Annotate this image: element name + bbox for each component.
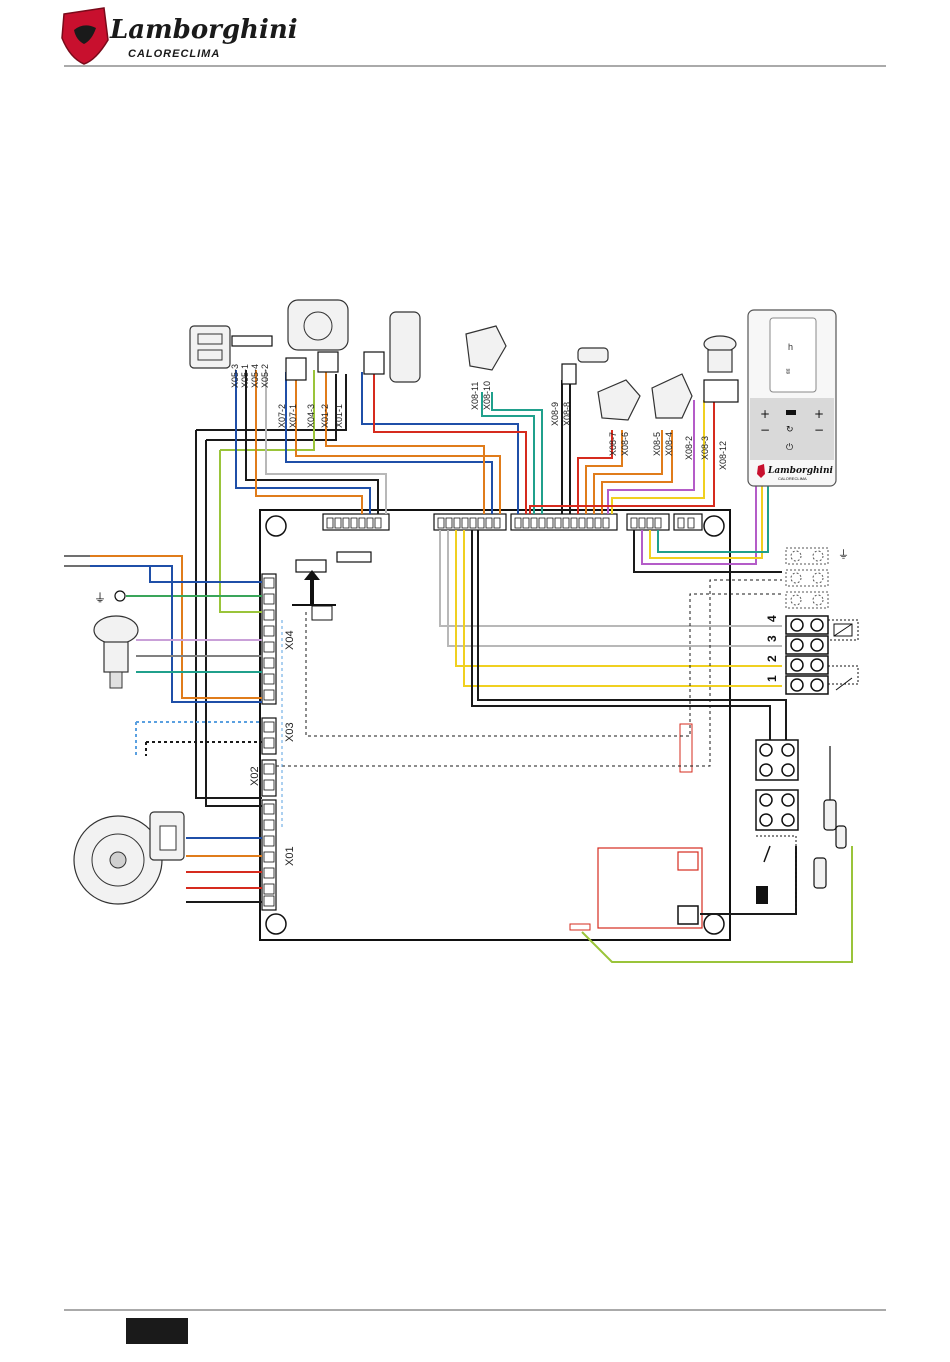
reset-icon[interactable]: ↻	[786, 425, 794, 435]
connector-x04: X04	[262, 574, 296, 704]
label-x08-4: X08-4	[664, 432, 674, 456]
label-x08-8: X08-8	[562, 402, 572, 426]
terminal-number-4: 4	[765, 615, 779, 622]
gas-valve	[190, 326, 272, 368]
panel-brand: Lamborghini	[767, 466, 834, 476]
dhw-minus-button[interactable]: −	[814, 423, 824, 437]
connector-label-x02: X02	[249, 766, 261, 786]
ntc-sensor-2	[652, 374, 692, 418]
board-mount-hole	[704, 914, 724, 934]
earth-icon: ⏚	[838, 548, 849, 561]
limit-switch-icon	[764, 846, 770, 862]
footer-tab	[126, 1318, 188, 1344]
earth-lug-icon	[115, 591, 125, 601]
label-x08-11: X08-11	[470, 382, 480, 410]
mode-button[interactable]	[786, 410, 796, 415]
terminal-strip	[786, 616, 828, 694]
label-x08-2: X08-2	[684, 436, 694, 460]
flue-sensor-1	[466, 326, 506, 370]
ignition-module	[598, 848, 702, 928]
board-fuse	[337, 552, 371, 562]
board-mount-hole	[704, 516, 724, 536]
connector-label-x03: X03	[284, 722, 296, 742]
room-thermostat-icon	[828, 666, 858, 690]
connector-x01: X01	[262, 800, 296, 910]
board-mount-hole	[266, 516, 286, 536]
label-x08-7: X08-7	[608, 432, 618, 456]
header-logo: Lamborghini CALORECLIMA	[62, 8, 298, 64]
label-x05-4: X05-4	[250, 364, 260, 388]
safety-thermostat-icon	[756, 886, 768, 904]
ignition-electrode	[814, 746, 846, 888]
panel-display	[770, 318, 816, 392]
circulator-pump	[286, 300, 348, 380]
flow-switch	[562, 348, 608, 384]
outdoor-sensor-icon	[828, 620, 858, 640]
terminal-number-1: 1	[765, 675, 779, 682]
label-x07-2: X07-2	[277, 404, 287, 428]
terminal-number-3: 3	[765, 635, 779, 642]
label-x08-3: X08-3	[700, 436, 710, 460]
heating-plus-button[interactable]: +	[760, 407, 770, 421]
board-outline	[260, 510, 730, 940]
heating-minus-button[interactable]: −	[760, 423, 770, 437]
brand-subname: CALORECLIMA	[128, 48, 220, 60]
terminal-number-2: 2	[765, 655, 779, 662]
mains-earth-icon: ⏚	[94, 591, 106, 605]
connector-x02: X02	[249, 760, 276, 796]
label-x08-6: X08-6	[620, 432, 630, 456]
earth-terminals	[786, 548, 828, 608]
power-icon[interactable]: ⏻	[786, 442, 793, 453]
panel-hot-water-symbol: h	[788, 342, 793, 352]
label-x01-2: X01-2	[320, 404, 330, 428]
label-x08-12: X08-12	[718, 441, 728, 470]
top-connector-x05-x07	[323, 514, 389, 530]
connector-label-x01: X01	[284, 846, 296, 866]
connector-label-x04: X04	[284, 630, 296, 650]
control-board: X04 X03 X02 X01	[249, 510, 730, 940]
label-x08-10: X08-10	[482, 381, 492, 410]
control-panel: h ʬ + − ↻ ⏻ + − Lamborghini CALORECLIMA	[748, 310, 836, 486]
fan-motor	[74, 812, 184, 904]
panel-flame-symbol: ʬ	[786, 367, 790, 376]
top-connector-x04	[434, 514, 506, 530]
label-x05-2: X05-2	[260, 364, 270, 388]
ntc-sensor-1	[598, 380, 640, 420]
dhw-plus-button[interactable]: +	[814, 407, 824, 421]
label-x05-1: X05-1	[240, 364, 250, 388]
board-jumper	[296, 560, 326, 572]
terminal-block: ⏚ 4 3 2 1	[756, 548, 858, 914]
connector-x03: X03	[262, 718, 296, 754]
label-x08-9: X08-9	[550, 402, 560, 426]
water-pressure-sensor	[94, 616, 138, 688]
top-connector-x08	[511, 514, 617, 530]
wires	[90, 370, 852, 962]
label-x05-3: X05-3	[230, 364, 240, 388]
pressure-transducer	[704, 336, 738, 402]
ignition-terminals	[756, 740, 798, 830]
board-mount-hole	[266, 914, 286, 934]
mains-input: ⏚	[64, 556, 125, 605]
label-x08-5: X08-5	[652, 432, 662, 456]
label-x07-1: X07-1	[288, 404, 298, 428]
arrow-up-icon	[304, 570, 320, 604]
label-x01-1: X01-1	[334, 404, 344, 428]
diverter-valve	[364, 312, 420, 382]
label-x04-3: X04-3	[306, 404, 316, 428]
top-connector-panel	[627, 514, 702, 530]
brand-name: Lamborghini	[109, 15, 298, 45]
panel-sub-brand: CALORECLIMA	[778, 476, 807, 481]
